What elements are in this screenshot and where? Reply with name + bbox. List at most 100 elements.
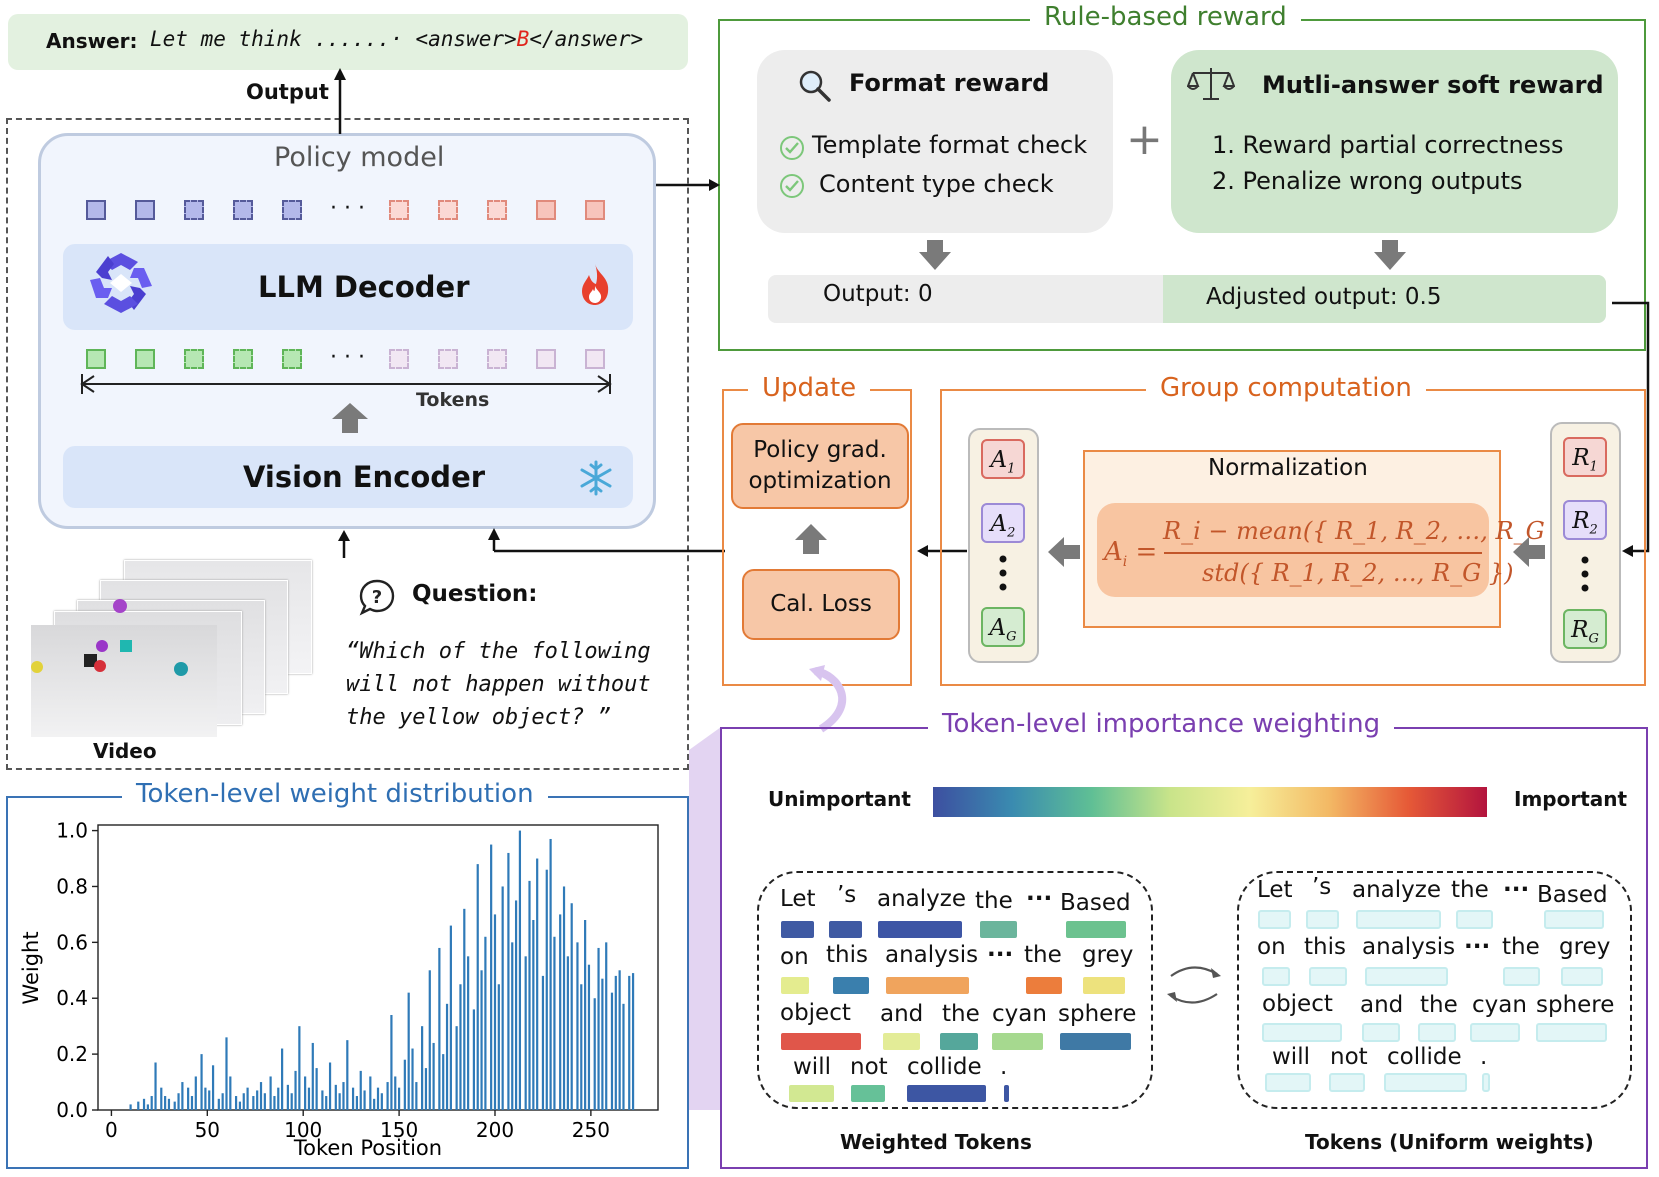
token-text: the xyxy=(1451,877,1489,903)
video-input-arrow xyxy=(338,530,350,558)
weight-bar xyxy=(601,978,604,1110)
token-text: sphere xyxy=(1536,992,1615,1018)
token-uniform-bar xyxy=(1503,967,1540,986)
weight-bar xyxy=(238,1101,242,1110)
weight-bar xyxy=(263,1093,266,1110)
weight-bar xyxy=(445,1003,449,1110)
output-token-square xyxy=(184,200,204,220)
token-uniform-bar xyxy=(1384,1073,1467,1092)
output-token-square xyxy=(536,200,556,220)
weight-bar xyxy=(514,900,518,1110)
importance-weighting-title: Token-level importance weighting xyxy=(928,709,1395,739)
token-text: not xyxy=(1330,1044,1368,1070)
weight-bar xyxy=(532,920,535,1110)
up-arrow-icon xyxy=(332,403,368,433)
token-text: not xyxy=(850,1054,888,1080)
weight-bar xyxy=(562,886,566,1110)
input-token-square xyxy=(585,349,605,369)
weight-bar xyxy=(321,1090,324,1110)
formula-equals: = xyxy=(1135,537,1158,567)
plot-area xyxy=(97,824,659,1111)
token-text: the xyxy=(975,888,1013,914)
balance-scale-icon xyxy=(1187,68,1235,100)
answer-choice: B xyxy=(516,27,530,51)
weight-bar xyxy=(480,970,483,1110)
x-tick-label: 100 xyxy=(284,1118,322,1142)
token-text: the xyxy=(942,1001,980,1027)
token-uniform-bar xyxy=(1262,1023,1342,1042)
token-uniform-bar xyxy=(1418,1023,1456,1042)
importance-colorbar xyxy=(933,787,1487,817)
weight-bar xyxy=(536,858,539,1110)
format-reward-title: Format reward xyxy=(849,69,1050,97)
output-token-square xyxy=(438,200,458,220)
policy-model-title: Policy model xyxy=(274,142,445,173)
tokens-label: Tokens xyxy=(416,389,490,411)
weight-bar xyxy=(363,1090,366,1110)
reward-symbol: R xyxy=(1571,617,1589,643)
left-arrow-icon xyxy=(1048,537,1080,567)
token-weight-bar xyxy=(878,921,962,938)
weight-distribution-title: Token-level weight distribution xyxy=(122,779,548,809)
weight-bar xyxy=(129,1104,132,1110)
weight-bar xyxy=(511,942,514,1110)
cal-loss-label: Cal. Loss xyxy=(770,591,872,617)
policy-region xyxy=(6,118,689,770)
multi-answer-title: Mutli-answer soft reward xyxy=(1262,71,1604,99)
input-token-square xyxy=(438,349,458,369)
token-weight-bar xyxy=(992,1033,1043,1050)
adjusted-score: Adjusted output: 0.5 xyxy=(1206,284,1442,310)
x-tick-label: 200 xyxy=(476,1118,514,1142)
weight-bar xyxy=(407,992,410,1110)
token-text: analyze xyxy=(1352,877,1441,903)
question-line: the yellow object? ” xyxy=(346,705,611,730)
weight-bar xyxy=(518,830,522,1110)
reward-cell: R1 xyxy=(1563,437,1607,477)
weight-bar xyxy=(394,1076,397,1110)
x-tick-label: 0 xyxy=(105,1118,118,1142)
output-token-square xyxy=(233,200,253,220)
weight-bar xyxy=(622,1003,625,1110)
llm-decoder-label: LLM Decoder xyxy=(258,270,470,304)
output-arrow xyxy=(334,68,346,134)
weight-bar xyxy=(142,1098,146,1110)
check-circle-icon xyxy=(780,136,804,160)
answer-text: Let me think ......· <answer>B</answer> xyxy=(150,27,643,51)
token-uniform-bar xyxy=(1362,1023,1400,1042)
token-uniform-bar xyxy=(1306,910,1339,929)
multi-answer-item: 1. Reward partial correctness xyxy=(1212,131,1564,159)
bar-group xyxy=(129,830,635,1110)
vision-encoder-block xyxy=(63,446,633,508)
token-text: analysis xyxy=(885,942,979,968)
reward-cell: RG xyxy=(1563,609,1607,649)
input-token-square xyxy=(389,349,409,369)
x-axis-label: Token Position xyxy=(293,1136,442,1160)
token-text: object xyxy=(1262,991,1333,1017)
token-weight-bar xyxy=(883,1033,920,1050)
weight-bar xyxy=(549,838,552,1110)
input-token-square xyxy=(86,349,106,369)
weight-bar xyxy=(449,925,452,1110)
token-uniform-bar xyxy=(1544,910,1604,929)
weight-bar xyxy=(204,1087,207,1110)
weight-bar xyxy=(277,1087,280,1110)
formula-denominator: std({ R_1, R_2, …, R_G }) xyxy=(1202,559,1514,587)
y-tick-label: 0.6 xyxy=(56,930,88,954)
x-tick-label: 150 xyxy=(380,1118,418,1142)
question-text: “Which of the following will not happen … xyxy=(346,635,651,734)
input-token-square xyxy=(184,349,204,369)
svg-text:?: ? xyxy=(372,587,382,608)
y-tick-label: 0.2 xyxy=(56,1042,88,1066)
reward-subscript: G xyxy=(1588,631,1599,647)
weight-bar xyxy=(411,1048,414,1110)
token-uniform-bar xyxy=(1536,1023,1607,1042)
token-weight-bar xyxy=(1083,977,1125,994)
formula-numerator: R_i − mean({ R_1, R_2, …, R_G }) xyxy=(1163,517,1578,545)
weight-bar xyxy=(559,914,562,1110)
advantage-cell: A1 xyxy=(981,439,1025,479)
advantage-subscript: G xyxy=(1006,629,1017,645)
question-bubble-icon: ? xyxy=(359,579,395,616)
token-uniform-bar xyxy=(1356,910,1441,929)
weight-bar xyxy=(373,1098,376,1110)
answer-bar: Answer: Let me think ......· <answer>B</… xyxy=(8,14,688,70)
